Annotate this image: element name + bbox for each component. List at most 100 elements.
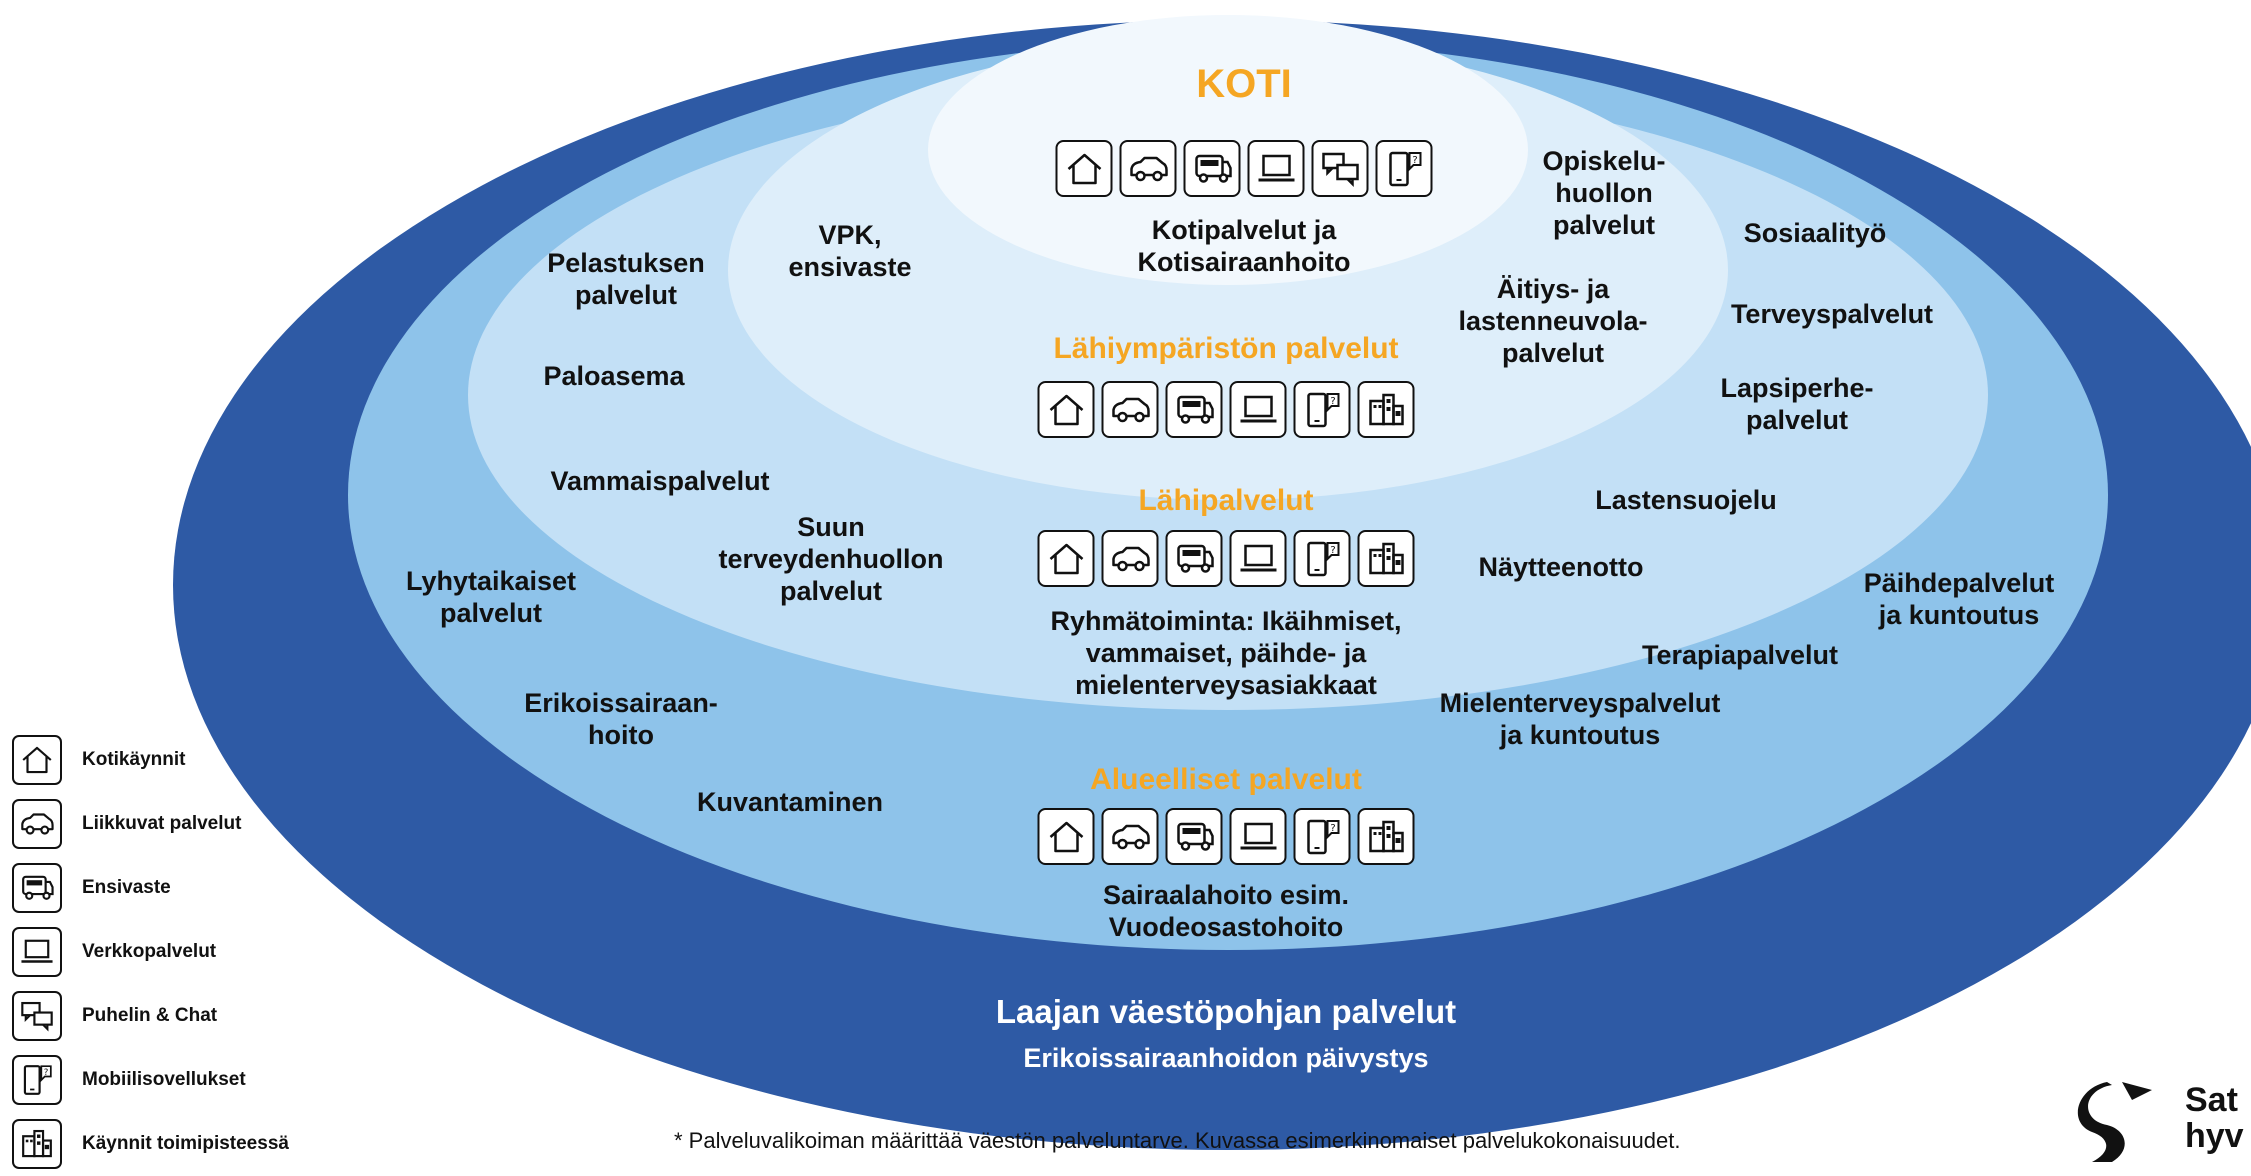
label-line: VPK, [818,220,882,250]
label-line: Paloasema [543,361,685,391]
label-line: Vammaispalvelut [550,466,770,496]
legend-item: Liikkuvat palvelut [12,792,289,856]
alueelliset-description: Sairaalahoito esim. Vuodeosastohoito [1103,880,1349,944]
logo-text-line: hyv [2185,1116,2244,1155]
label-line: Päihdepalvelut [1863,568,2055,598]
lahipalvelut-description: Ryhmätoiminta: Ikäihmiset, vammaiset, pä… [1050,606,1401,702]
desc-line: Sairaalahoito esim. [1102,880,1350,910]
label-line: ensivaste [788,251,912,282]
chat-bubbles-icon [1311,140,1369,197]
icon-row-koti: ? [1055,140,1433,197]
label-line: Pelastuksen [547,248,705,278]
logo-mark-icon [2077,1082,2152,1162]
label-line: palvelut [574,279,678,310]
label-line: Kuvantaminen [696,787,884,817]
legend-item: Puhelin & Chat [12,984,289,1048]
house-icon [1037,530,1095,587]
car-icon [1119,140,1177,197]
chat-bubbles-icon [12,991,62,1041]
logo-text-line: Sat [2185,1081,2238,1119]
label-line: Lapsiperhe- [1720,373,1874,403]
level-title-lahipalvelut: Lähipalvelut [1138,484,1314,517]
label-line: Äitiys- ja [1496,274,1610,304]
label-line: palvelut [1501,337,1605,368]
house-icon [1037,381,1095,438]
building-icon [1357,530,1415,587]
label-line: Terveyspalvelut [1730,299,1934,329]
smartphone-icon: ? [1293,530,1351,587]
building-icon [1357,381,1415,438]
legend-label: Ensivaste [82,877,171,898]
label-line: Näytteenotto [1478,552,1644,582]
desc-line: Ryhmätoiminta: Ikäihmiset, [1050,606,1402,636]
legend-item: Kotikäynnit [12,728,289,792]
label-line: huollon [1555,177,1653,208]
house-icon [1055,140,1113,197]
legend-label: Käynnit toimipisteessä [82,1133,289,1154]
building-icon [12,1119,62,1169]
icon-row-alueelliset: ? [1037,808,1415,865]
van-icon [1165,808,1223,865]
label-line: palvelut [779,575,883,606]
service-vpk: VPK,ensivaste [788,220,911,284]
legend-label: Puhelin & Chat [82,1005,218,1026]
legend-item: Käynnit toimipisteessä [12,1112,289,1176]
service-lapsiperhe: Lapsiperhe-palvelut [1720,373,1873,437]
car-icon [1101,381,1159,438]
service-terveyspalvelut: Terveyspalvelut [1731,299,1933,331]
van-icon [1165,530,1223,587]
service-vammaispalvelut: Vammaispalvelut [550,466,769,498]
label-line: terveydenhuollon [718,543,944,574]
svg-text:?: ? [1330,823,1335,834]
van-icon [12,863,62,913]
label-line: palvelut [439,597,543,628]
service-paloasema: Paloasema [543,361,684,393]
service-lastensuojelu: Lastensuojelu [1595,485,1777,517]
legend-label: Kotikäynnit [82,749,186,770]
service-sosiaalityo: Sosiaalityö [1744,218,1887,250]
service-erikoissairaanhoito: Erikoissairaan-hoito [524,688,718,752]
svg-text:?: ? [1412,155,1417,166]
level-title-laaja: Laajan väestöpohjan palvelut [995,993,1457,1030]
label-line: lastenneuvola- [1458,305,1648,336]
house-icon [1037,808,1095,865]
label-line: Lastensuojelu [1595,485,1777,515]
service-naytteenotto: Näytteenotto [1478,552,1643,584]
label-line: Terapiapalvelut [1641,640,1839,670]
level-title-koti: KOTI [1196,62,1292,106]
level-title-lahiymparisto: Lähiympäristön palvelut [1053,332,1399,365]
laptop-icon [1229,808,1287,865]
level-title-alueelliset: Alueelliset palvelut [1090,763,1362,796]
icon-row-lahiymparisto: ? [1037,381,1415,438]
desc-line: Kotisairaanhoito [1137,246,1351,277]
service-terapiapalvelut: Terapiapalvelut [1642,640,1838,672]
koti-description: Kotipalvelut ja Kotisairaanhoito [1137,215,1350,279]
desc-line: Vuodeosastohoito [1108,911,1344,942]
desc-line: mielenterveysasiakkaat [1075,669,1377,700]
building-icon [1357,808,1415,865]
legend-item: Verkkopalvelut [12,920,289,984]
house-icon [12,735,62,785]
desc-line: vammaiset, päihde- ja [1085,637,1367,668]
car-icon [1101,530,1159,587]
label-line: Suun [797,512,865,542]
smartphone-icon: ? [12,1055,62,1105]
svg-text:?: ? [1330,545,1335,556]
service-kuvantaminen: Kuvantaminen [697,787,883,819]
legend-item: ?Mobiilisovellukset [12,1048,289,1112]
label-line: ja kuntoutus [1499,719,1661,750]
label-line: Opiskelu- [1542,146,1666,176]
smartphone-icon: ? [1375,140,1433,197]
laptop-icon [1247,140,1305,197]
legend-label: Verkkopalvelut [82,941,217,962]
